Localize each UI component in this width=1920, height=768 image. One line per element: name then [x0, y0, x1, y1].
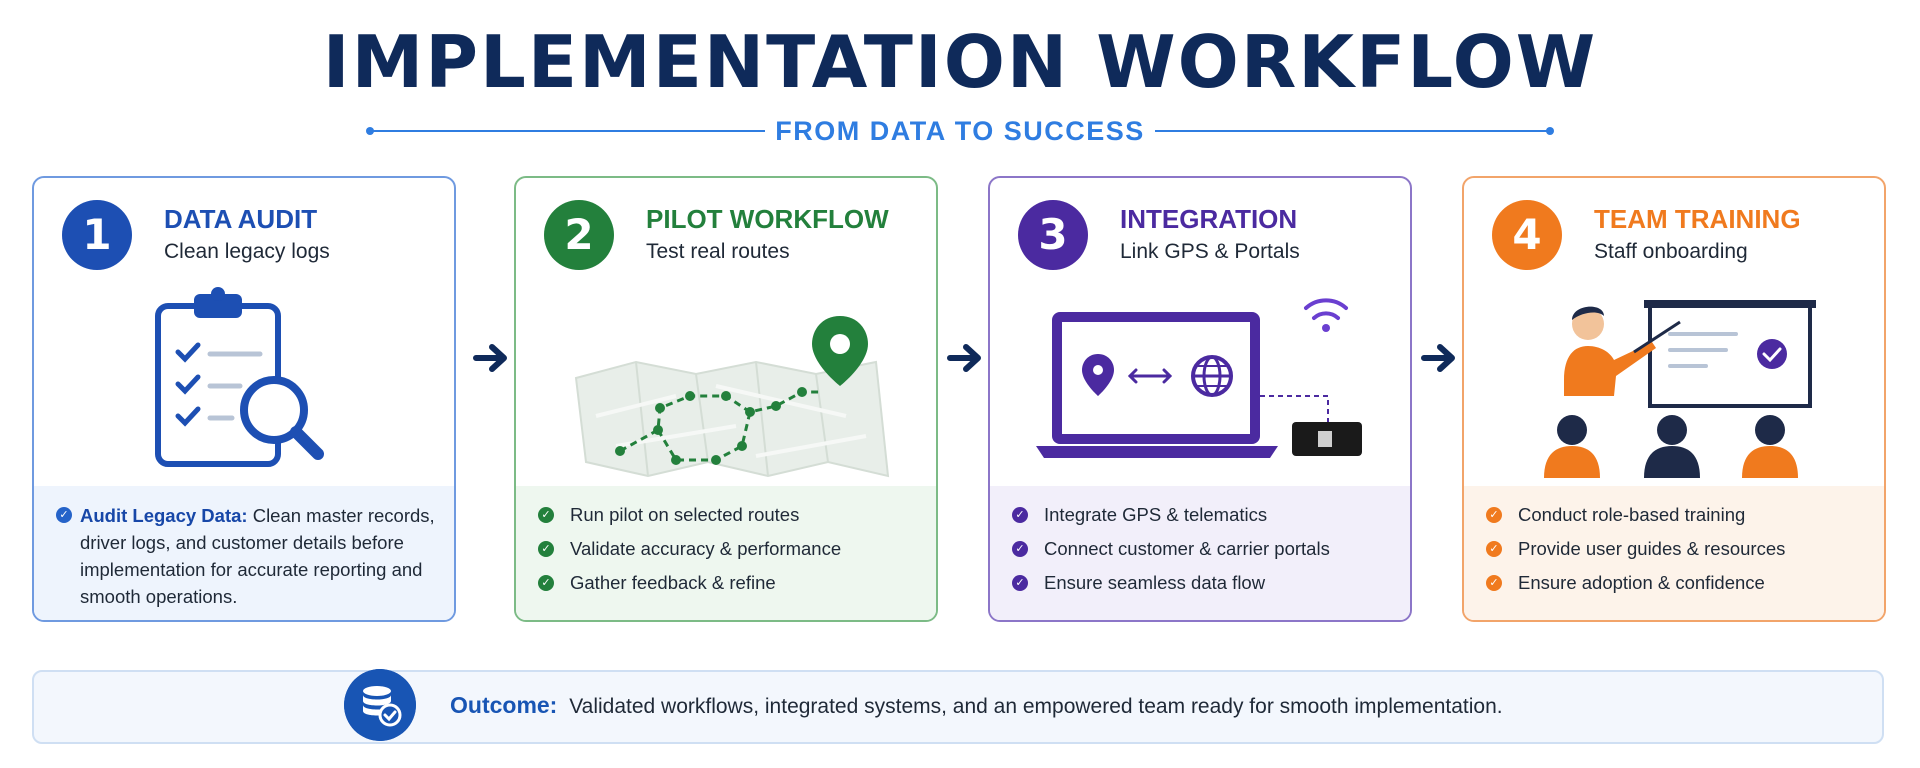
step-card-pilot-workflow: 2 PILOT WORKFLOW Test real routes ✓Run p…: [514, 176, 938, 622]
check-icon: ✓: [1486, 575, 1502, 591]
clipboard-magnifier-icon: [155, 287, 324, 467]
step-title: INTEGRATION: [1120, 204, 1298, 234]
laptop-gps-globe-icon: [1036, 298, 1362, 458]
check-icon: ✓: [56, 507, 72, 523]
card-details-panel: [1464, 486, 1884, 620]
check-icon: ✓: [538, 575, 554, 591]
page-title: IMPLEMENTATION WORKFLOW: [322, 20, 1598, 104]
check-icon: ✓: [1012, 541, 1028, 557]
step-subtitle: Clean legacy logs: [164, 240, 330, 263]
step-bullet-list: ✓Run pilot on selected routes ✓Validate …: [538, 502, 918, 604]
step-subtitle: Link GPS & Portals: [1120, 240, 1300, 263]
step-card-data-audit: 1 DATA AUDIT Clean legacy logs ✓ Audit L…: [32, 176, 456, 622]
list-item: ✓Conduct role-based training: [1486, 502, 1866, 528]
step-subtitle: Staff onboarding: [1594, 240, 1748, 263]
card-details-panel: [990, 486, 1410, 620]
list-item: ✓Connect customer & carrier portals: [1012, 536, 1392, 562]
card-details-panel: [516, 486, 936, 620]
check-icon: ✓: [538, 541, 554, 557]
check-icon: ✓: [1486, 541, 1502, 557]
step-card-integration: 3 INTEGRATION Link GPS & Portals ✓Integr…: [988, 176, 1412, 622]
card-details-panel: [34, 486, 454, 620]
subtitle-divider-right: [1155, 130, 1550, 132]
arrow-right-icon: [473, 344, 507, 372]
trainer-presentation-icon: [1544, 300, 1816, 478]
step-number-badge: 2: [544, 200, 614, 270]
check-icon: ✓: [538, 507, 554, 523]
step-number-badge: 4: [1492, 200, 1562, 270]
list-item: ✓Provide user guides & resources: [1486, 536, 1866, 562]
subtitle-divider-left: [370, 130, 765, 132]
step-number-badge: 1: [62, 200, 132, 270]
outcome-label: Outcome:: [450, 692, 558, 718]
outcome-banner: Outcome: Validated workflows, integrated…: [32, 669, 1884, 744]
list-item: ✓Run pilot on selected routes: [538, 502, 918, 528]
list-item: ✓Ensure adoption & confidence: [1486, 570, 1866, 596]
step-card-team-training: 4 TEAM TRAINING Staff onboarding ✓Conduc…: [1462, 176, 1886, 622]
subtitle-row: FROM DATA TO SUCCESS: [366, 114, 1554, 148]
check-icon: ✓: [1012, 507, 1028, 523]
step-bullet-list: ✓Integrate GPS & telematics ✓Connect cus…: [1012, 502, 1392, 604]
description-body: Clean master records, driver logs, and c…: [80, 505, 435, 607]
check-icon: ✓: [1486, 507, 1502, 523]
list-item: ✓Gather feedback & refine: [538, 570, 918, 596]
subtitle-dot-right: [1546, 127, 1554, 135]
description-lead: Audit Legacy Data:: [80, 505, 248, 526]
step-description: ✓ Audit Legacy Data: Clean master record…: [56, 502, 436, 610]
step-title: DATA AUDIT: [164, 204, 318, 234]
check-icon: ✓: [1012, 575, 1028, 591]
page-subtitle: FROM DATA TO SUCCESS: [775, 116, 1145, 146]
list-item: ✓Ensure seamless data flow: [1012, 570, 1392, 596]
outcome-description: Validated workflows, integrated systems,…: [569, 695, 1503, 718]
step-title: TEAM TRAINING: [1594, 204, 1801, 234]
outcome-text: Outcome: Validated workflows, integrated…: [450, 692, 1503, 719]
step-number-badge: 3: [1018, 200, 1088, 270]
list-item: ✓Integrate GPS & telematics: [1012, 502, 1392, 528]
arrow-right-icon: [947, 344, 981, 372]
step-subtitle: Test real routes: [646, 240, 790, 263]
step-bullet-list: ✓Conduct role-based training ✓Provide us…: [1486, 502, 1866, 604]
subtitle-dot-left: [366, 127, 374, 135]
list-item: ✓Validate accuracy & performance: [538, 536, 918, 562]
step-title: PILOT WORKFLOW: [646, 204, 889, 234]
map-route-pin-icon: [574, 316, 890, 478]
arrow-right-icon: [1421, 344, 1455, 372]
database-check-icon: [344, 669, 416, 741]
